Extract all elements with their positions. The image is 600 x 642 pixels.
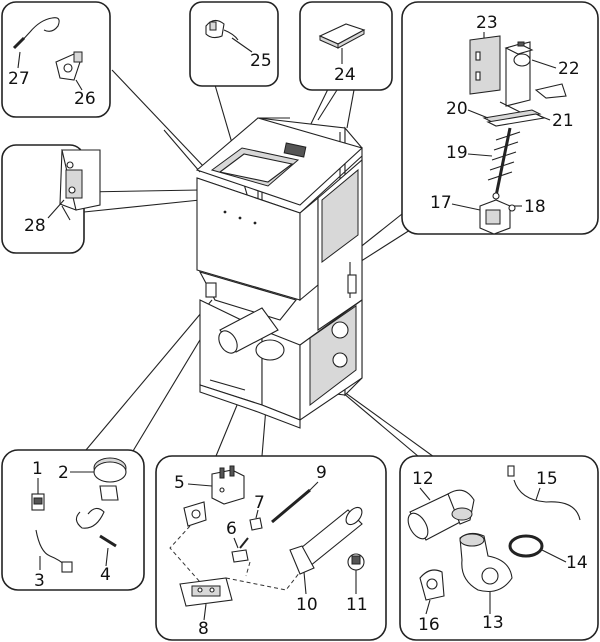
callout-22: 22: [558, 59, 580, 79]
callout-12: 12: [412, 469, 434, 489]
sensor-clip-26: [55, 51, 83, 81]
cable-3: [35, 529, 73, 573]
burner-tube-10: [289, 506, 363, 575]
nut-7: [249, 517, 263, 531]
auger-housing-22: [499, 41, 567, 113]
detail-panel-12-16: 12 15 14 13 16: [399, 455, 599, 641]
sensor-probe-27: [12, 17, 60, 50]
detail-panel-25: 25: [189, 1, 279, 87]
main-boiler-unit: [195, 117, 364, 429]
callout-10: 10: [296, 595, 318, 615]
igniter-housing-5: [183, 465, 245, 527]
detail-panel-1-4: 1 2 3 4: [1, 449, 145, 591]
callout-18: 18: [524, 197, 546, 217]
motor-17-18: [479, 192, 516, 235]
damper-16: [419, 569, 445, 601]
callout-27: 27: [8, 69, 30, 89]
callout-23: 23: [476, 13, 498, 33]
callout-6: 6: [226, 519, 237, 539]
bracket-assembly-28: [59, 149, 101, 221]
detail-panel-5-11: 5 7 9 6 10 11 8: [155, 455, 387, 641]
control-board-24: [318, 23, 366, 49]
callout-28: 28: [24, 216, 46, 236]
gasket-ring-14: [508, 534, 544, 558]
fan-13: [459, 532, 513, 593]
callout-20: 20: [446, 99, 468, 119]
detail-panel-24: 24: [299, 1, 393, 91]
sensor-cable-4: [75, 507, 117, 548]
callout-14: 14: [566, 553, 588, 573]
connector-1: [31, 493, 45, 511]
mounting-plate-8: [179, 577, 233, 607]
callout-5: 5: [174, 473, 185, 493]
callout-1: 1: [32, 459, 43, 479]
callout-7: 7: [254, 493, 265, 513]
fitting-6: [231, 537, 249, 563]
callout-24: 24: [334, 65, 356, 85]
callout-16: 16: [418, 615, 440, 635]
callout-13: 13: [482, 613, 504, 633]
clamp-25: [205, 19, 239, 41]
cap-2: [93, 457, 127, 501]
callout-9: 9: [316, 463, 327, 483]
igniter-rod-9: [271, 488, 311, 524]
cover-plate-23: [469, 35, 501, 95]
callout-8: 8: [198, 619, 209, 639]
auger-screw-19: [487, 127, 521, 197]
detail-panel-27-26: 27 26: [1, 1, 111, 118]
callout-21: 21: [552, 111, 574, 131]
callout-19: 19: [446, 143, 468, 163]
detail-panel-28: 28: [1, 144, 101, 254]
elbow-pipe-12: [407, 489, 475, 541]
callout-2: 2: [58, 463, 69, 483]
callout-3: 3: [34, 571, 45, 591]
callout-11: 11: [346, 595, 368, 615]
callout-17: 17: [430, 193, 452, 213]
wire-15: [507, 465, 581, 521]
detail-panel-17-23: 23 22 20 21 19 17 18: [401, 1, 599, 235]
callout-26: 26: [74, 89, 96, 109]
fan-sensor-11: [347, 553, 365, 571]
callout-25: 25: [250, 51, 272, 71]
callout-4: 4: [100, 565, 111, 585]
callout-15: 15: [536, 469, 558, 489]
